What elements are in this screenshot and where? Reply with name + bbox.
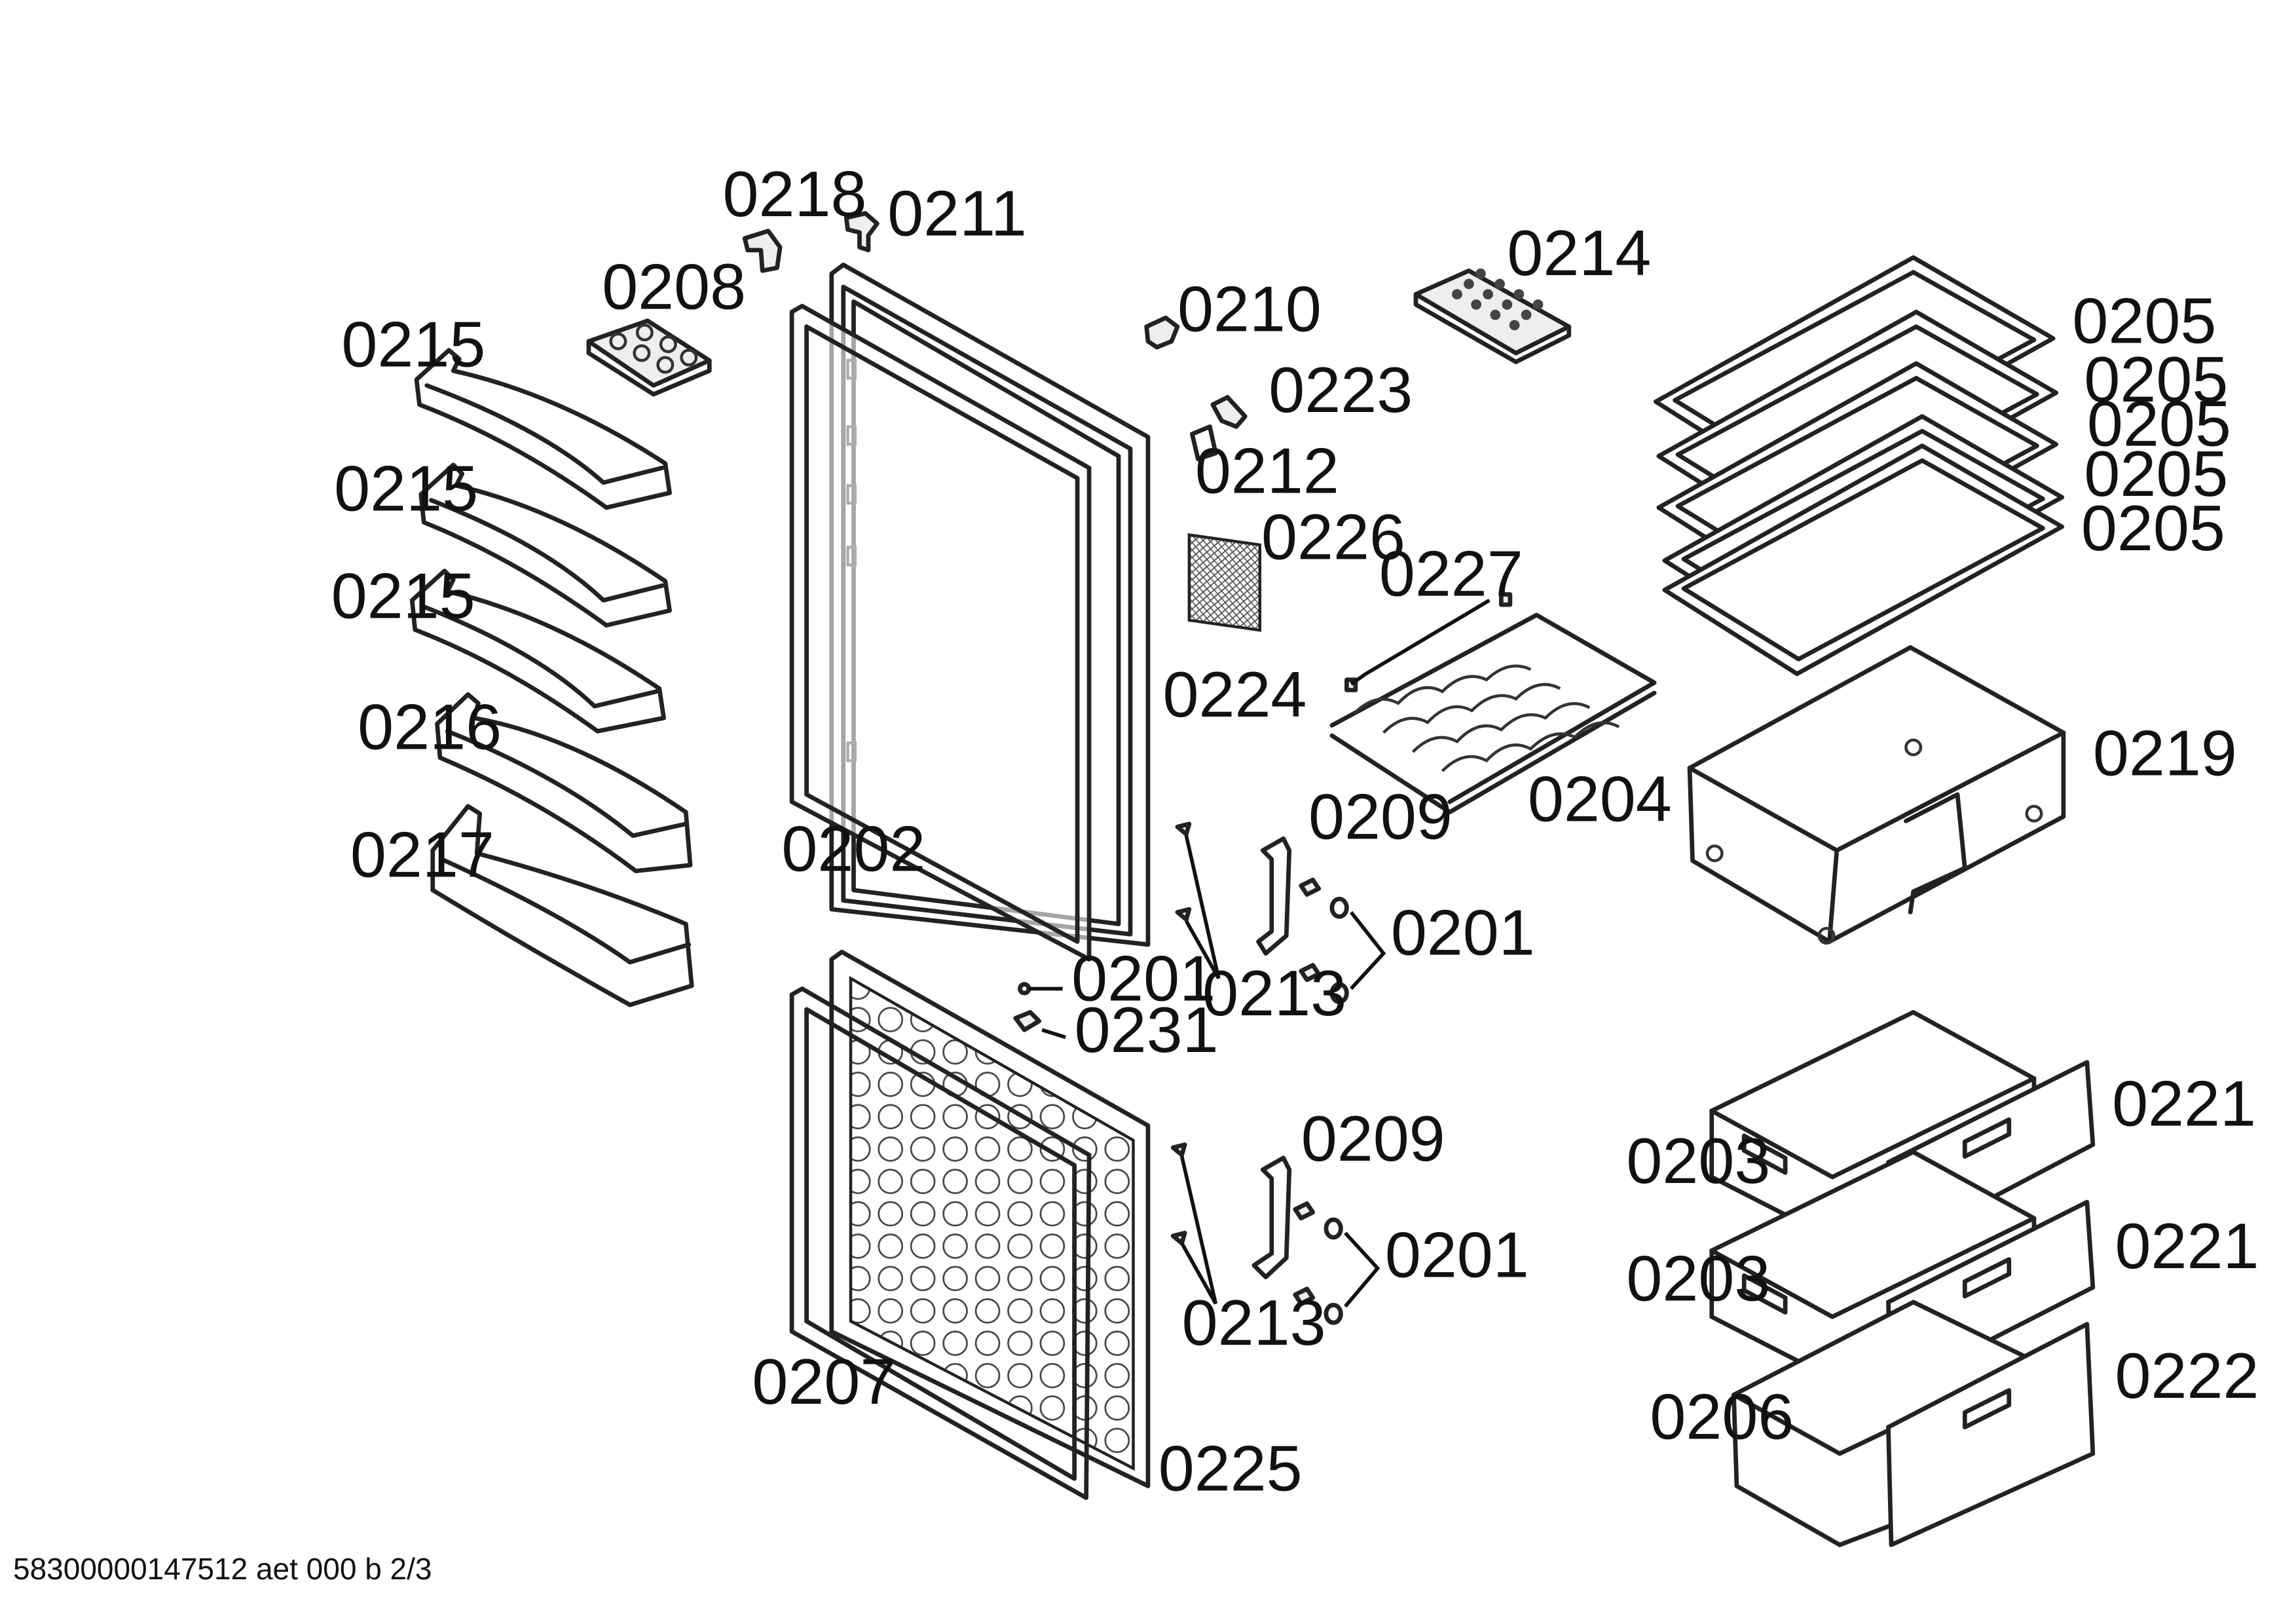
hinge-pins-0213-upper: [1175, 821, 1221, 980]
label-0205-3: 0205: [2087, 388, 2231, 460]
label-0221-1: 0221: [2112, 1067, 2256, 1139]
label-0203-1: 0203: [1626, 1125, 1770, 1197]
label-0205-4: 0205: [2084, 438, 2228, 510]
glass-shelves-0205: [1653, 255, 2065, 677]
door-shelf-0217: [430, 804, 694, 1007]
screws-lower: [1293, 1201, 1380, 1325]
filter-mesh-0226: [1187, 533, 1262, 632]
label-0205-1: 0205: [2072, 284, 2216, 356]
door-handle-0209-lower: [1251, 1155, 1292, 1280]
bracket-0212: [1190, 424, 1218, 462]
label-0212: 0212: [1195, 434, 1339, 506]
door-shelf-0215-top: [414, 348, 672, 510]
label-0215-2: 0215: [334, 452, 478, 524]
label-0207: 0207: [752, 1345, 896, 1417]
label-0209-2: 0209: [1301, 1102, 1445, 1174]
label-0204: 0204: [1528, 762, 1672, 835]
label-0222: 0222: [2115, 1340, 2259, 1412]
label-0213-2: 0213: [1182, 1286, 1326, 1359]
label-0205-2: 0205: [2084, 343, 2228, 415]
label-0217: 0217: [350, 819, 494, 891]
label-0208: 0208: [602, 251, 746, 323]
label-0203-2: 0203: [1626, 1243, 1770, 1315]
screws-upper: [1299, 877, 1386, 1004]
label-0226: 0226: [1261, 501, 1405, 573]
drawer-0206: [1731, 1300, 2096, 1547]
label-0206: 0206: [1650, 1381, 1794, 1453]
bottle-rack-0204: [1329, 612, 1657, 815]
hinge-part-0218: [742, 229, 783, 273]
label-0221-2: 0221: [2115, 1210, 2259, 1282]
door-shelf-0215-low: [409, 569, 666, 734]
label-0218: 0218: [722, 158, 866, 230]
rack-pins-0227: [1344, 592, 1513, 692]
label-0201-1: 0201: [1391, 897, 1535, 969]
freezer-gasket-0207: [789, 986, 1092, 1500]
label-0210: 0210: [1177, 272, 1322, 345]
door-gasket-0202: [789, 303, 1092, 962]
part-labels: 0218 0211 0208 0210 0214 0205 0215 0205 …: [331, 158, 2259, 1504]
ice-tray-0214: [1413, 268, 1572, 364]
door-shelf-0215-mid: [418, 462, 672, 628]
label-0205-5: 0205: [2081, 492, 2225, 564]
label-0209-1: 0209: [1308, 780, 1453, 852]
label-0215-3: 0215: [331, 559, 475, 631]
storage-box-0219: [1687, 645, 2066, 945]
hinge-part-0211: [843, 211, 880, 253]
label-0211: 0211: [887, 177, 1027, 249]
label-0225: 0225: [1158, 1432, 1303, 1504]
label-0223: 0223: [1268, 354, 1413, 426]
label-0214: 0214: [1507, 217, 1651, 289]
label-0201-3: 0201: [1385, 1219, 1529, 1291]
label-0216: 0216: [358, 690, 502, 762]
egg-tray-0208: [586, 318, 712, 397]
label-0213-1: 0213: [1202, 957, 1346, 1029]
bracket-0210: [1144, 315, 1180, 350]
label-0224: 0224: [1162, 658, 1306, 730]
label-0201-2: 0201: [1071, 942, 1215, 1014]
screw-0201-and-block-0231: [1013, 982, 1066, 1040]
document-footer-id: 58300000147512 aet 000 b 2/3: [13, 1552, 432, 1586]
label-0219: 0219: [2093, 717, 2237, 789]
label-0215-1: 0215: [341, 308, 485, 380]
label-0227: 0227: [1379, 538, 1523, 610]
bracket-0223: [1210, 395, 1248, 429]
label-0231: 0231: [1075, 994, 1219, 1066]
hinge-pins-0213-lower: [1170, 1142, 1218, 1305]
door-handle-0209-upper: [1256, 836, 1292, 956]
freezer-door-0225: [829, 949, 1151, 1488]
door-shelf-0216: [435, 692, 693, 874]
label-0202: 0202: [781, 813, 925, 885]
